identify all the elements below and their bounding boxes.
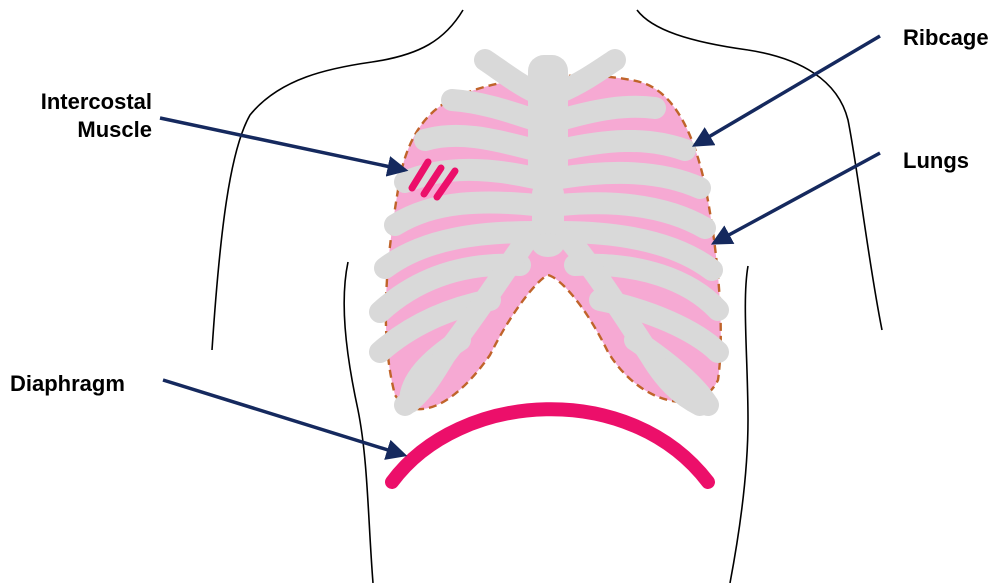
label-ribcage: Ribcage bbox=[903, 24, 989, 52]
arrow-diaphragm bbox=[163, 380, 404, 455]
arrow-ribcage bbox=[695, 36, 880, 145]
neck-left bbox=[372, 10, 463, 62]
sternum bbox=[528, 55, 568, 257]
neck-right bbox=[637, 10, 748, 50]
arrow-intercostal bbox=[160, 118, 405, 170]
label-intercostal-muscle: Intercostal Muscle bbox=[12, 88, 152, 144]
arrow-lungs bbox=[714, 153, 880, 243]
label-lungs: Lungs bbox=[903, 147, 969, 175]
label-diaphragm: Diaphragm bbox=[10, 370, 125, 398]
diaphragm bbox=[392, 409, 708, 482]
arm-right-inner bbox=[730, 266, 748, 583]
shoulder-left bbox=[212, 62, 372, 350]
label-intercostal-line1: Intercostal bbox=[12, 88, 152, 116]
label-intercostal-line2: Muscle bbox=[12, 116, 152, 144]
rib-right-3 bbox=[560, 141, 685, 150]
arm-left-inner bbox=[344, 262, 373, 583]
